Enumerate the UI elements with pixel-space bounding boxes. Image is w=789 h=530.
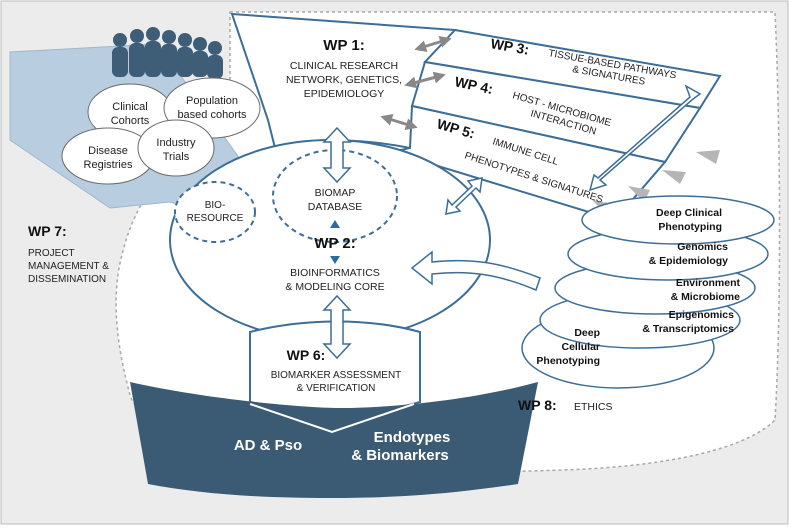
gray-connectors <box>380 36 452 130</box>
disease-registries-label: Disease <box>88 145 128 157</box>
clinical-cohorts-label: Clinical <box>112 101 147 113</box>
data-layer-stack <box>521 195 775 389</box>
core-wp6-arrow <box>322 294 352 360</box>
cohort-bubbles <box>61 77 261 185</box>
wp3-wp5-arrow <box>588 84 702 192</box>
people-icon <box>112 27 223 79</box>
layers-to-core-arrow <box>410 250 541 292</box>
wp8-title: WP 8: <box>518 397 557 413</box>
wp2-down-triangle <box>330 256 340 264</box>
wp7-label: PROJECT <box>28 248 75 259</box>
clinical-cohorts-label: Cohorts <box>111 115 150 127</box>
wp2-up-triangle <box>330 220 340 228</box>
disease-registries-label: Registries <box>84 159 133 171</box>
database-label: BIOMAP <box>315 187 356 199</box>
wp1-title: WP 1: <box>323 37 364 54</box>
wp5-database-arrow <box>445 177 483 215</box>
wp8-label: ETHICS <box>574 401 613 413</box>
wp1-label: EPIDEMIOLOGY <box>304 88 385 100</box>
wp6-label: & VERIFICATION <box>297 383 376 394</box>
layer-deep-clinical <box>581 195 775 245</box>
bioresource-label: RESOURCE <box>187 213 244 224</box>
wp7-label: MANAGEMENT & <box>28 261 109 272</box>
population-cohorts-label: Population <box>186 95 238 107</box>
output-left-label: AD & Pso <box>234 437 302 454</box>
output-right-label: & Biomarkers <box>351 447 449 464</box>
data-layer-label: Genomics <box>677 241 728 253</box>
industry-trials-label: Trials <box>163 151 190 163</box>
data-layer-label: Environment <box>676 277 741 289</box>
data-layer-label: & Microbiome <box>671 291 741 303</box>
core-label: & MODELING CORE <box>285 281 384 293</box>
output-arc <box>130 382 538 498</box>
database-label: DATABASE <box>308 201 362 213</box>
data-layer-label: Deep <box>574 327 600 339</box>
data-layer-label: Cellular <box>561 341 600 353</box>
wp3-title: WP 3: <box>489 35 530 57</box>
double-arrows <box>322 84 702 360</box>
data-layer-label: & Epidemiology <box>649 255 729 267</box>
data-layer-label: Phenotyping <box>536 355 600 367</box>
industry-trials-bubble <box>137 119 215 177</box>
output-arc-divider <box>249 403 415 434</box>
wp2-title: WP 2: <box>314 235 355 252</box>
core-label: BIOINFORMATICS <box>290 267 380 279</box>
industry-trials-label: Industry <box>156 137 196 149</box>
data-layer-label: Deep Clinical <box>656 207 722 219</box>
bioresource-circle <box>174 181 256 243</box>
population-cohorts-label: based cohorts <box>177 109 247 121</box>
output-right-label: Endotypes <box>374 429 451 446</box>
wp7-label: DISSEMINATION <box>28 274 106 285</box>
wp6-title: WP 6: <box>287 347 326 363</box>
wp7-title: WP 7: <box>28 223 67 239</box>
wp1-database-arrow <box>322 126 352 184</box>
bioresource-label: BIO- <box>205 200 226 211</box>
data-layer-label: Epigenomics <box>669 309 735 321</box>
wp5-band <box>388 104 667 222</box>
wp1-label: CLINICAL RESEARCH <box>290 60 398 72</box>
data-layer-label: Phenotyping <box>658 221 722 233</box>
wp1-label: NETWORK, GENETICS, <box>286 74 402 86</box>
data-layer-label: & Transcriptomics <box>642 323 734 335</box>
wp4-title: WP 4: <box>453 73 494 97</box>
wp6-label: BIOMARKER ASSESSMENT <box>271 370 402 381</box>
